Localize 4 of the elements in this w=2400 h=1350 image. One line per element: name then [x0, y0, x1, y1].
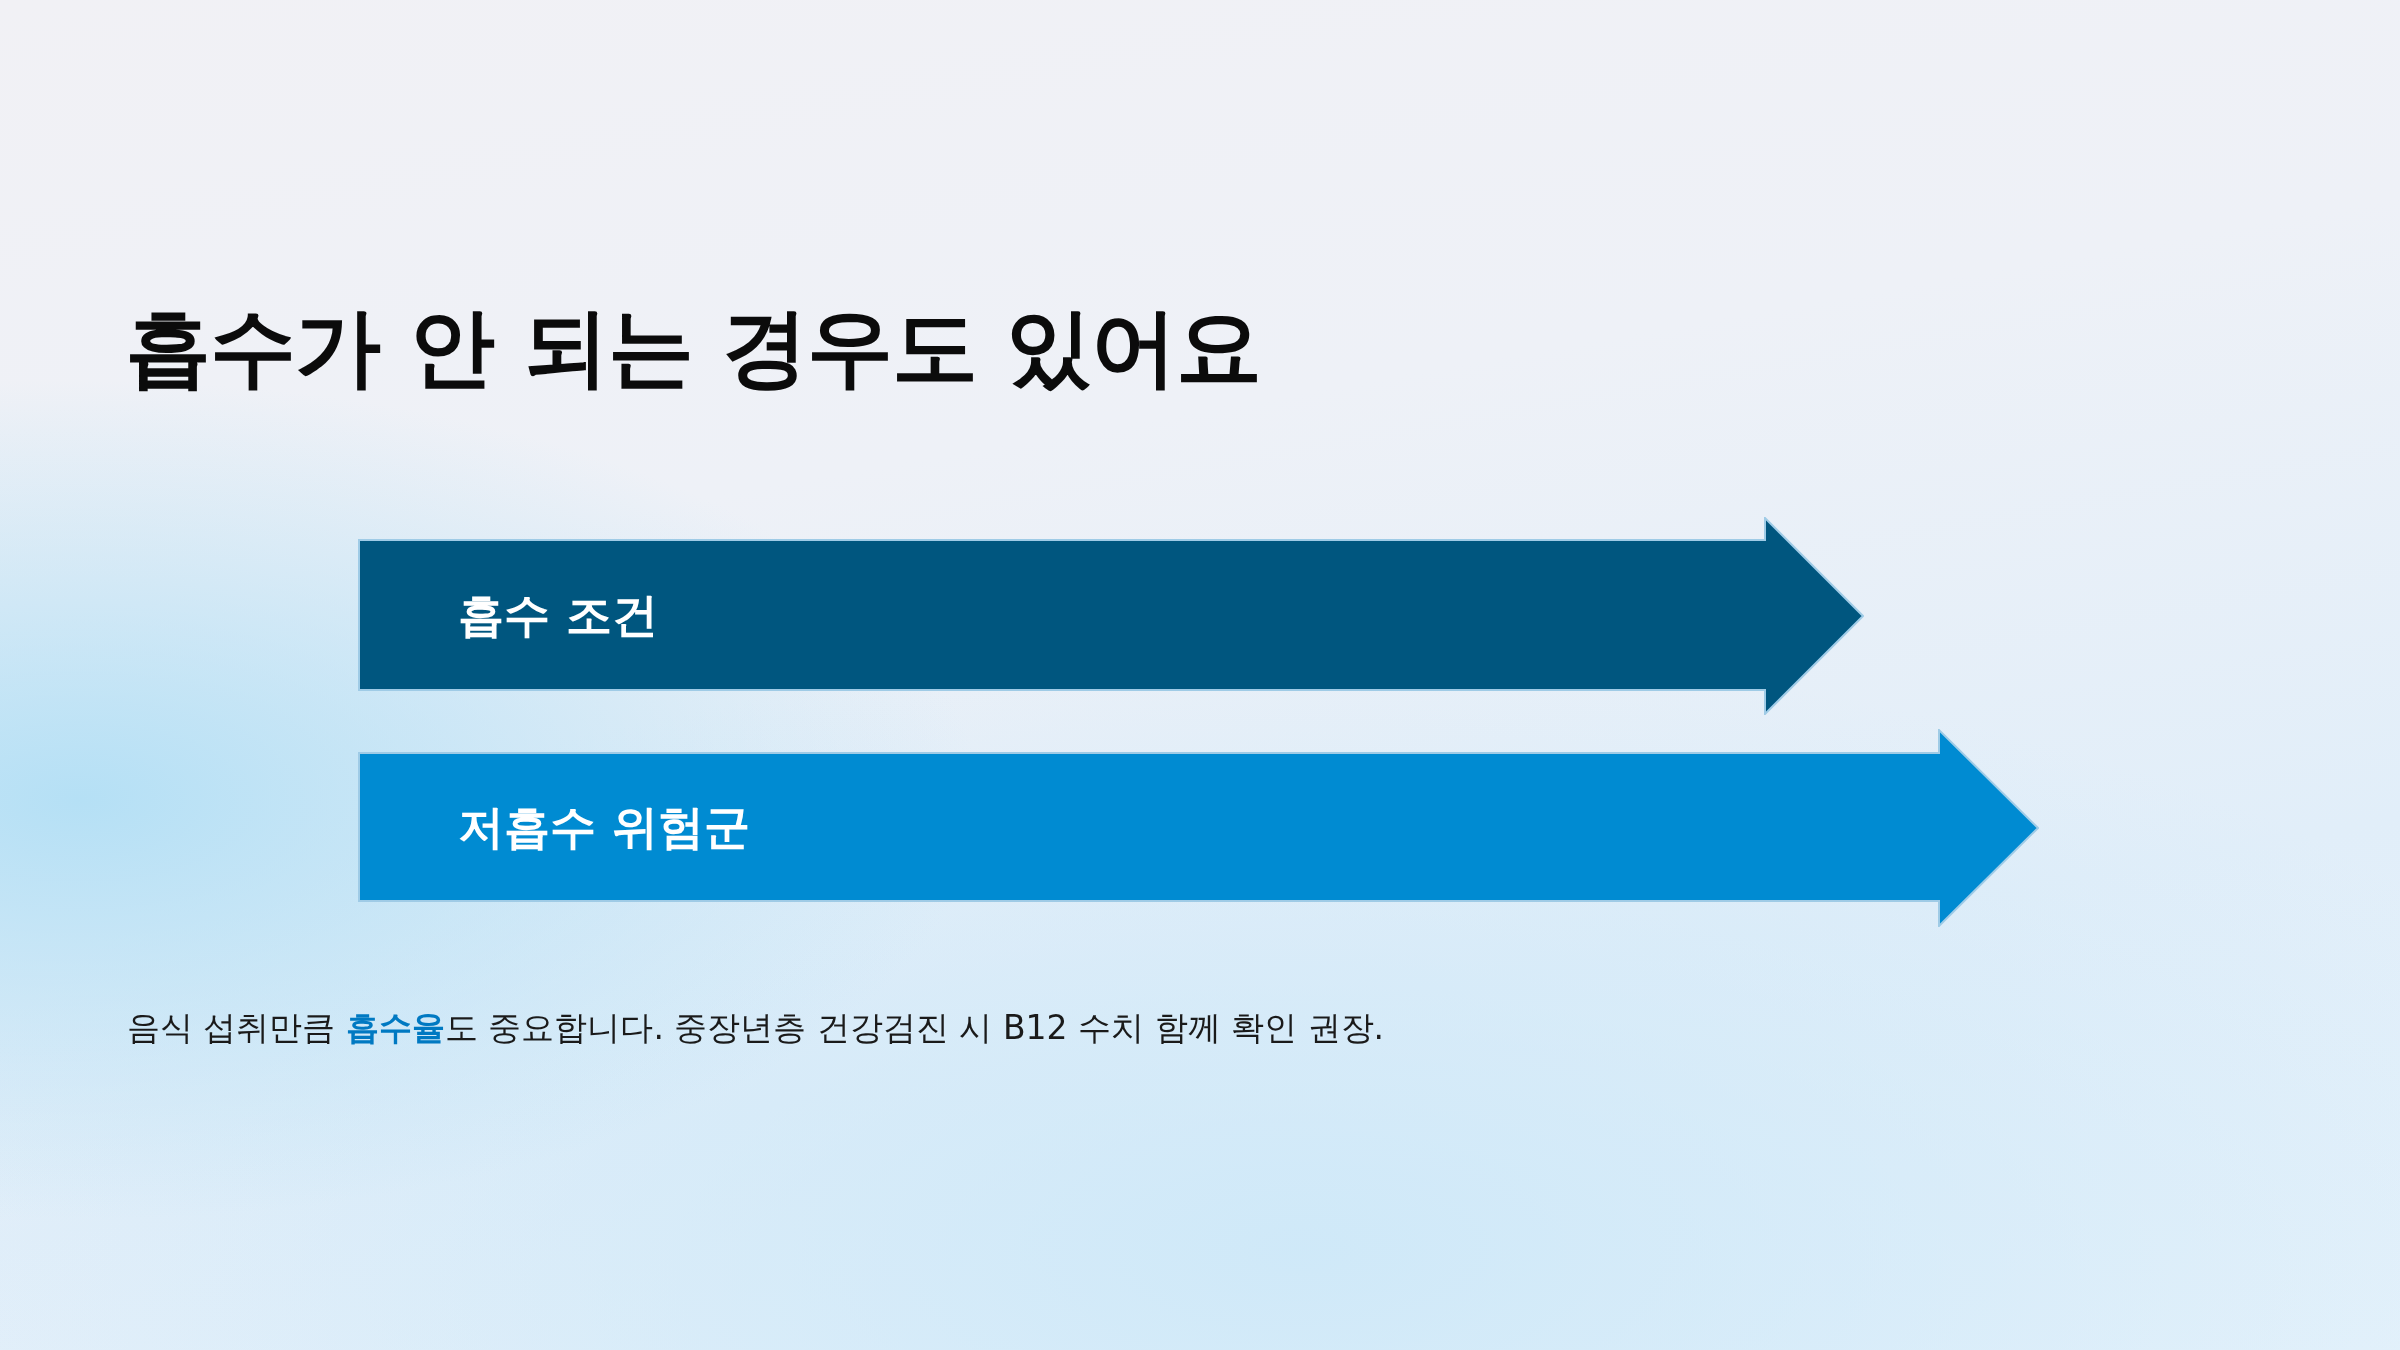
arrow-label: 저흡수 위험군 — [458, 804, 750, 850]
slide-title: 흡수가 안 되는 경우도 있어요 — [125, 296, 1261, 399]
note-text: 음식 섭취만큼 흡수율도 중요합니다. 중장년층 건강검진 시 B12 수치 함께 확인 권장. — [127, 1007, 1384, 1049]
arrow-label: 흡수 조건 — [458, 592, 658, 638]
